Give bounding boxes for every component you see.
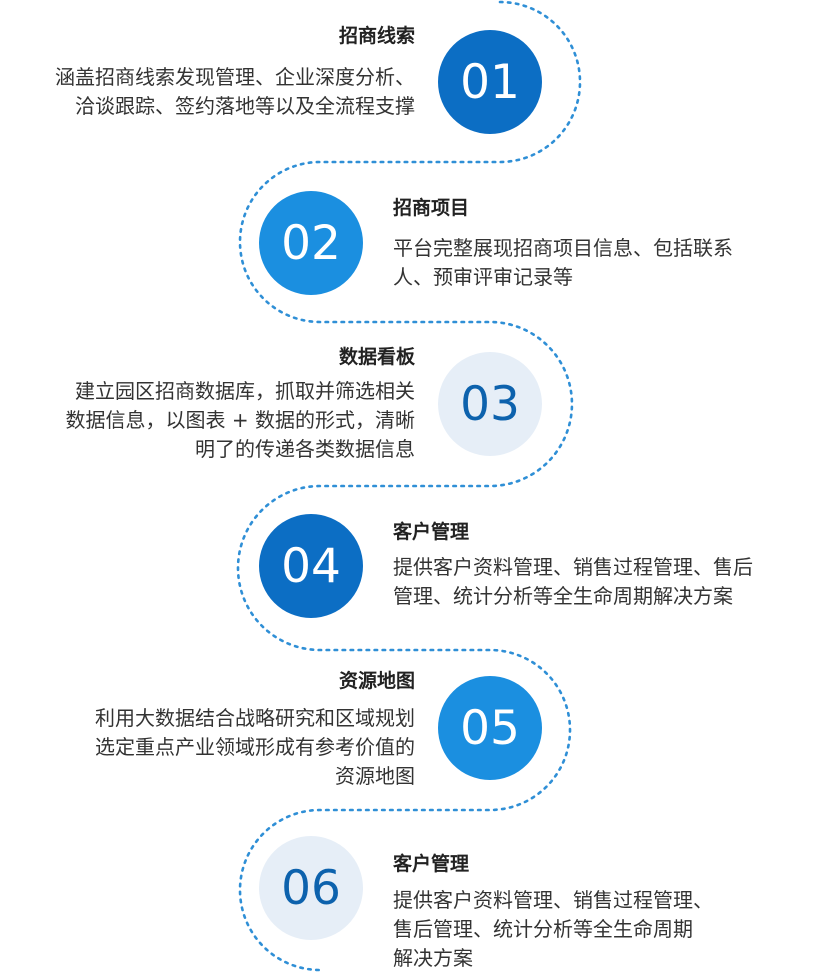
step-5-number: 05 <box>460 700 520 756</box>
step-6-line-1: 提供客户资料管理、销售过程管理、 <box>393 888 713 912</box>
connector-path <box>236 0 582 972</box>
step-6-number: 06 <box>281 860 341 916</box>
step-1-line-2: 洽谈跟踪、签约落地等以及全流程支撑 <box>75 94 415 118</box>
step-6-title: 客户管理 <box>393 853 470 875</box>
step-2-line-1: 平台完整展现招商项目信息、包括联系 <box>393 236 733 260</box>
step-6-number-circle: 06 <box>259 836 363 940</box>
step-2-line-2: 人、预审评审记录等 <box>393 265 573 289</box>
step-3-line-2: 数据信息，以图表 + 数据的形式，清晰 <box>65 408 415 432</box>
step-5-number-circle: 05 <box>438 676 542 780</box>
step-4-title: 客户管理 <box>393 521 470 543</box>
step-1-number: 01 <box>460 54 520 110</box>
step-4-line-1: 提供客户资料管理、销售过程管理、售后 <box>393 555 753 579</box>
step-3-line-3: 明了的传递各类数据信息 <box>195 437 415 461</box>
step-4-description: 提供客户资料管理、销售过程管理、售后 管理、统计分析等全生命周期解决方案 <box>393 553 753 611</box>
step-5-line-3: 资源地图 <box>335 764 415 788</box>
step-2-number: 02 <box>281 215 341 271</box>
step-6-line-2: 售后管理、统计分析等全生命周期 <box>393 917 693 941</box>
step-2-description: 平台完整展现招商项目信息、包括联系 人、预审评审记录等 <box>393 234 733 292</box>
step-6-line-3: 解决方案 <box>393 946 473 970</box>
step-2-number-circle: 02 <box>259 191 363 295</box>
step-4-number-circle: 04 <box>259 514 363 618</box>
step-5-line-2: 选定重点产业领域形成有参考价值的 <box>95 735 415 759</box>
step-1-number-circle: 01 <box>438 30 542 134</box>
step-3-title: 数据看板 <box>338 346 415 368</box>
step-1-line-1: 涵盖招商线索发现管理、企业深度分析、 <box>55 65 415 89</box>
step-1-description: 涵盖招商线索发现管理、企业深度分析、 洽谈跟踪、签约落地等以及全流程支撑 <box>55 63 415 121</box>
step-3-description: 建立园区招商数据库，抓取并筛选相关 数据信息，以图表 + 数据的形式，清晰 明了… <box>66 377 415 464</box>
step-6-description: 提供客户资料管理、销售过程管理、 售后管理、统计分析等全生命周期 解决方案 <box>393 886 713 973</box>
step-5-title: 资源地图 <box>338 670 415 692</box>
step-5-line-1: 利用大数据结合战略研究和区域规划 <box>95 706 415 730</box>
step-4-line-2: 管理、统计分析等全生命周期解决方案 <box>393 584 733 608</box>
step-3-number-circle: 03 <box>438 352 542 456</box>
step-2-title: 招商项目 <box>393 197 470 219</box>
step-4-number: 04 <box>281 538 341 594</box>
step-3-line-1: 建立园区招商数据库，抓取并筛选相关 <box>75 379 415 403</box>
step-1-title: 招商线索 <box>338 25 415 47</box>
step-5-description: 利用大数据结合战略研究和区域规划 选定重点产业领域形成有参考价值的 资源地图 <box>95 704 415 791</box>
step-3-number: 03 <box>460 376 520 432</box>
